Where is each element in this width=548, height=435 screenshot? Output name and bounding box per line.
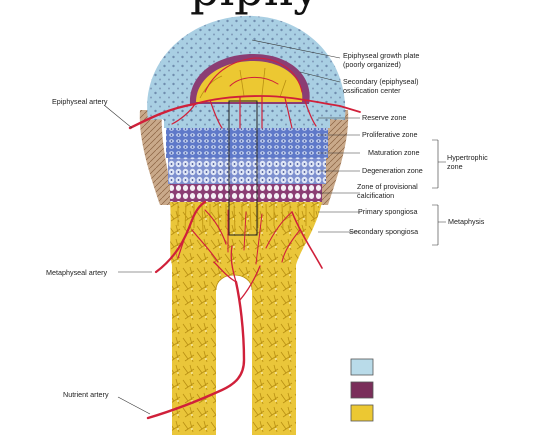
label-metaphysis: Metaphysis	[448, 217, 485, 226]
detail-box	[228, 100, 258, 236]
legend-swatch-cartilage	[350, 358, 374, 376]
label-metaphyseal-artery: Metaphyseal artery	[46, 268, 108, 277]
legend	[350, 358, 374, 422]
label-growth-plate: Epiphyseal growth plate	[343, 51, 419, 60]
label-epiphyseal-artery: Epiphyseal artery	[52, 97, 108, 106]
periosteum-left	[139, 110, 176, 205]
label-hypertrophic-2: zone	[447, 162, 463, 171]
label-provisional-2: calcification	[357, 191, 394, 200]
label-reserve-zone: Reserve zone	[362, 113, 406, 122]
legend-swatch-bone	[350, 404, 374, 422]
label-secondary-center-2: ossification center	[343, 86, 401, 95]
label-secondary-center-1: Secondary (epiphyseal)	[343, 77, 419, 86]
label-degeneration-zone: Degeneration zone	[362, 166, 423, 175]
label-growth-plate-note: (poorly organized)	[343, 60, 401, 69]
label-provisional-1: Zone of provisional	[357, 182, 418, 191]
leader-lines	[103, 39, 446, 415]
cropped-heading: piphy	[190, 0, 319, 12]
label-primary-spongiosa: Primary spongiosa	[358, 207, 418, 216]
hypertrophic-zone-band	[168, 158, 326, 184]
label-secondary-spongiosa: Secondary spongiosa	[349, 227, 418, 236]
legend-swatch-calcified-cartilage	[350, 381, 374, 399]
label-proliferative-zone: Proliferative zone	[362, 130, 418, 139]
label-hypertrophic-1: Hypertrophic	[447, 153, 488, 162]
arteries	[128, 57, 361, 420]
medullary-cavity	[216, 275, 252, 435]
provisional-calcification-band	[170, 184, 322, 202]
proliferative-zone-band	[166, 128, 328, 158]
label-nutrient-artery: Nutrient artery	[63, 390, 109, 399]
label-maturation-zone: Maturation zone	[368, 148, 420, 157]
